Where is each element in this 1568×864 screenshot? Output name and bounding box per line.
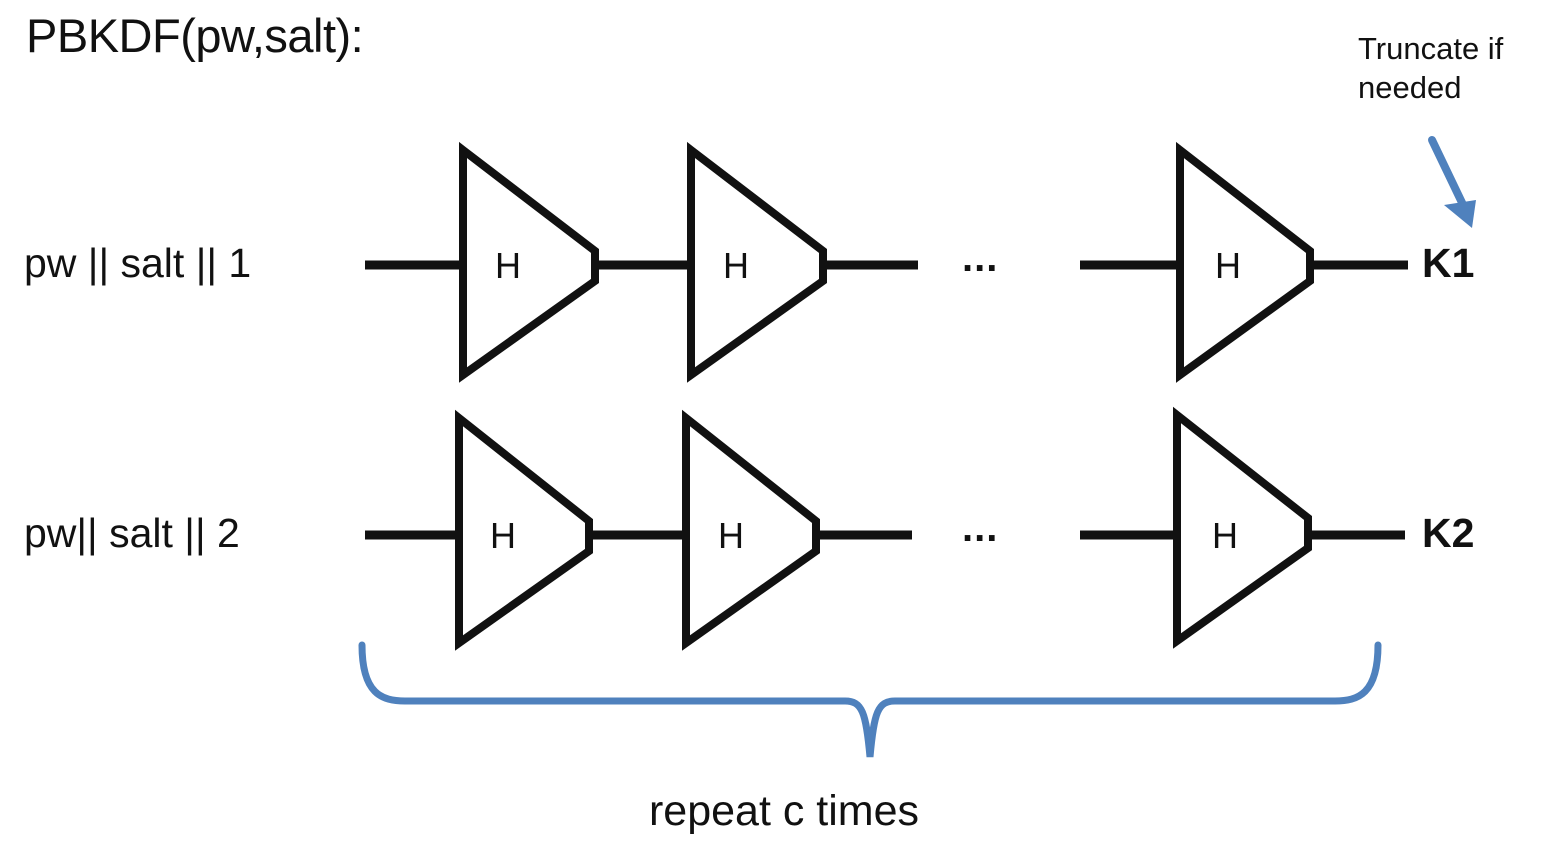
pbkdf-row-1 — [365, 141, 1408, 383]
row1-hash-block-3 — [1176, 141, 1314, 383]
row-1-hash-label-3: H — [1215, 245, 1241, 286]
page-title: PBKDF(pw,salt): — [26, 9, 364, 62]
row-2-hash-label-2: H — [718, 515, 744, 556]
row-2-hash-label-3: H — [1212, 515, 1238, 556]
row-1-input-label: pw || salt || 1 — [24, 240, 252, 286]
row-2-hash-label-1: H — [490, 515, 516, 556]
row-2-input-label: pw|| salt || 2 — [24, 510, 240, 556]
row-1-hash-label-2: H — [723, 245, 749, 286]
repeat-brace-icon — [358, 641, 1382, 758]
row2-hash-block-3 — [1173, 406, 1312, 649]
truncate-note-label: Truncate if needed — [1358, 31, 1504, 105]
repeat-caption-label: repeat c times — [648, 787, 920, 835]
row2-hash-block-2 — [682, 409, 820, 651]
row-1-output-label: K1 — [1422, 240, 1475, 286]
row1-hash-block-2 — [687, 141, 827, 383]
row-1-hash-label-1: H — [495, 245, 521, 286]
row-2-output-label: K2 — [1422, 510, 1475, 556]
row2-hash-block-1 — [455, 409, 593, 651]
row-1-ellipsis: ... — [962, 236, 999, 280]
truncate-arrow-icon — [1428, 136, 1476, 228]
pbkdf-row-2 — [365, 406, 1405, 651]
row-2-ellipsis: ... — [962, 506, 999, 550]
row1-hash-block-1 — [459, 141, 599, 383]
